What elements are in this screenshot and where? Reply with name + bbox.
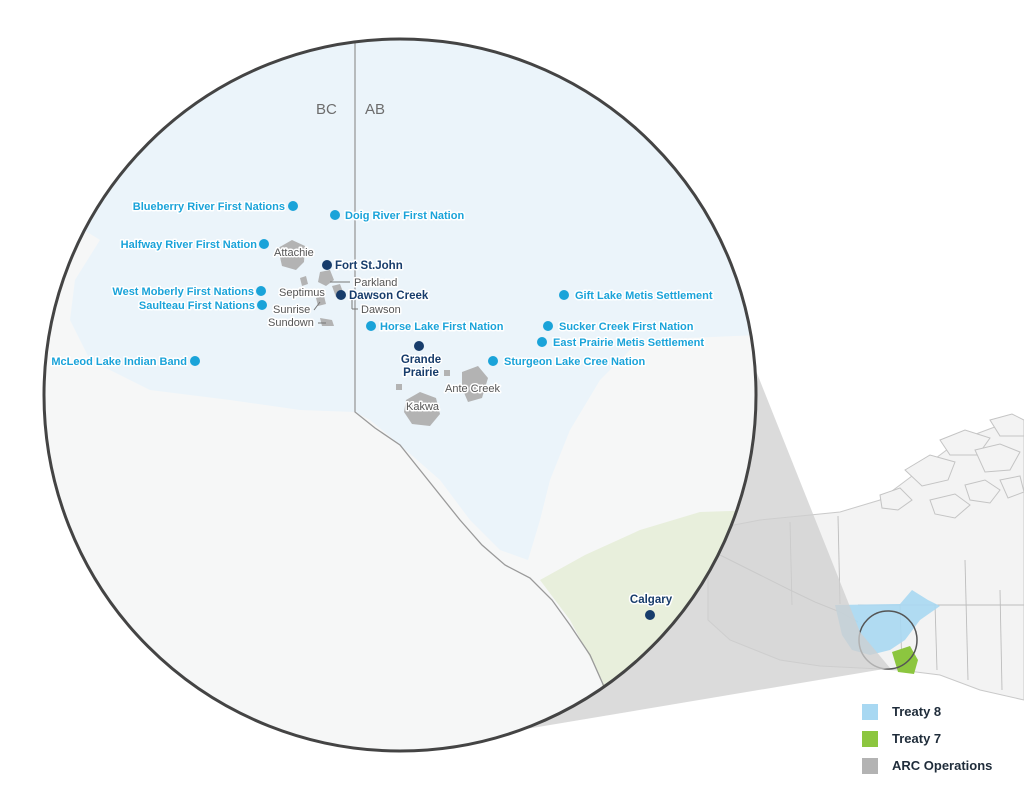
legend-swatch [862,757,878,774]
operation-label: Attachie [274,247,314,259]
city-label: Fort St.John [335,260,403,272]
fn-dot [543,321,553,331]
fn-dot [330,210,340,220]
operation-label: Septimus [279,287,325,299]
operation-label: Kakwa [406,401,440,413]
legend-swatch [862,730,878,747]
detail-circle-outline [42,37,758,753]
fn-label: Horse Lake First Nation [380,321,504,333]
city-dot [322,260,332,270]
legend-item-treaty-8: Treaty 8 [862,698,992,725]
fn-dot [537,337,547,347]
fn-label: Doig River First Nation [345,210,464,222]
legend-label: ARC Operations [892,758,993,773]
province-label-bc: BC [316,101,337,118]
operation-label: Ante Creek [445,383,501,395]
operation-label: Sunrise [273,304,310,316]
city-label: Calgary [630,594,673,606]
operation-label: Dawson [361,304,401,316]
fn-label: Sturgeon Lake Cree Nation [504,356,645,368]
operation-label: Parkland [354,277,397,289]
legend-label: Treaty 7 [892,731,942,746]
detail-map [44,39,756,751]
city-dot [336,290,346,300]
fn-dot [488,356,498,366]
fn-label: Blueberry River First Nations [133,201,285,213]
fn-label: Sucker Creek First Nation [559,321,694,333]
city-dot [645,610,655,620]
fn-dot [190,356,200,366]
fn-label: Gift Lake Metis Settlement [575,290,713,302]
operation-label: Sundown [268,317,314,329]
province-label-ab: AB [365,101,385,118]
fn-label: West Moberly First Nations [112,286,254,298]
fn-dot [288,201,298,211]
fn-label: East Prairie Metis Settlement [553,337,704,349]
legend-item-treaty-7: Treaty 7 [862,725,992,752]
fn-dot [257,300,267,310]
fn-dot [256,286,266,296]
fn-label: McLeod Lake Indian Band [51,356,187,368]
city-dot [414,341,424,351]
first-nations-layer: Blueberry River First Nations Doig River… [50,200,715,370]
legend-swatch [862,703,878,720]
legend-label: Treaty 8 [892,704,942,719]
fn-dot [559,290,569,300]
leader-line [313,301,321,311]
legend-item-arc-operations: ARC Operations [862,752,992,779]
fn-dot [259,239,269,249]
legend: Treaty 8 Treaty 7 ARC Operations [862,698,992,779]
fn-label: Halfway River First Nation [121,239,258,251]
fn-dot [366,321,376,331]
fn-label: Saulteau First Nations [139,300,255,312]
operations-layer: Attachie Parkland Septimus Dawson Sunris… [267,246,503,415]
city-label: Dawson Creek [349,290,429,302]
